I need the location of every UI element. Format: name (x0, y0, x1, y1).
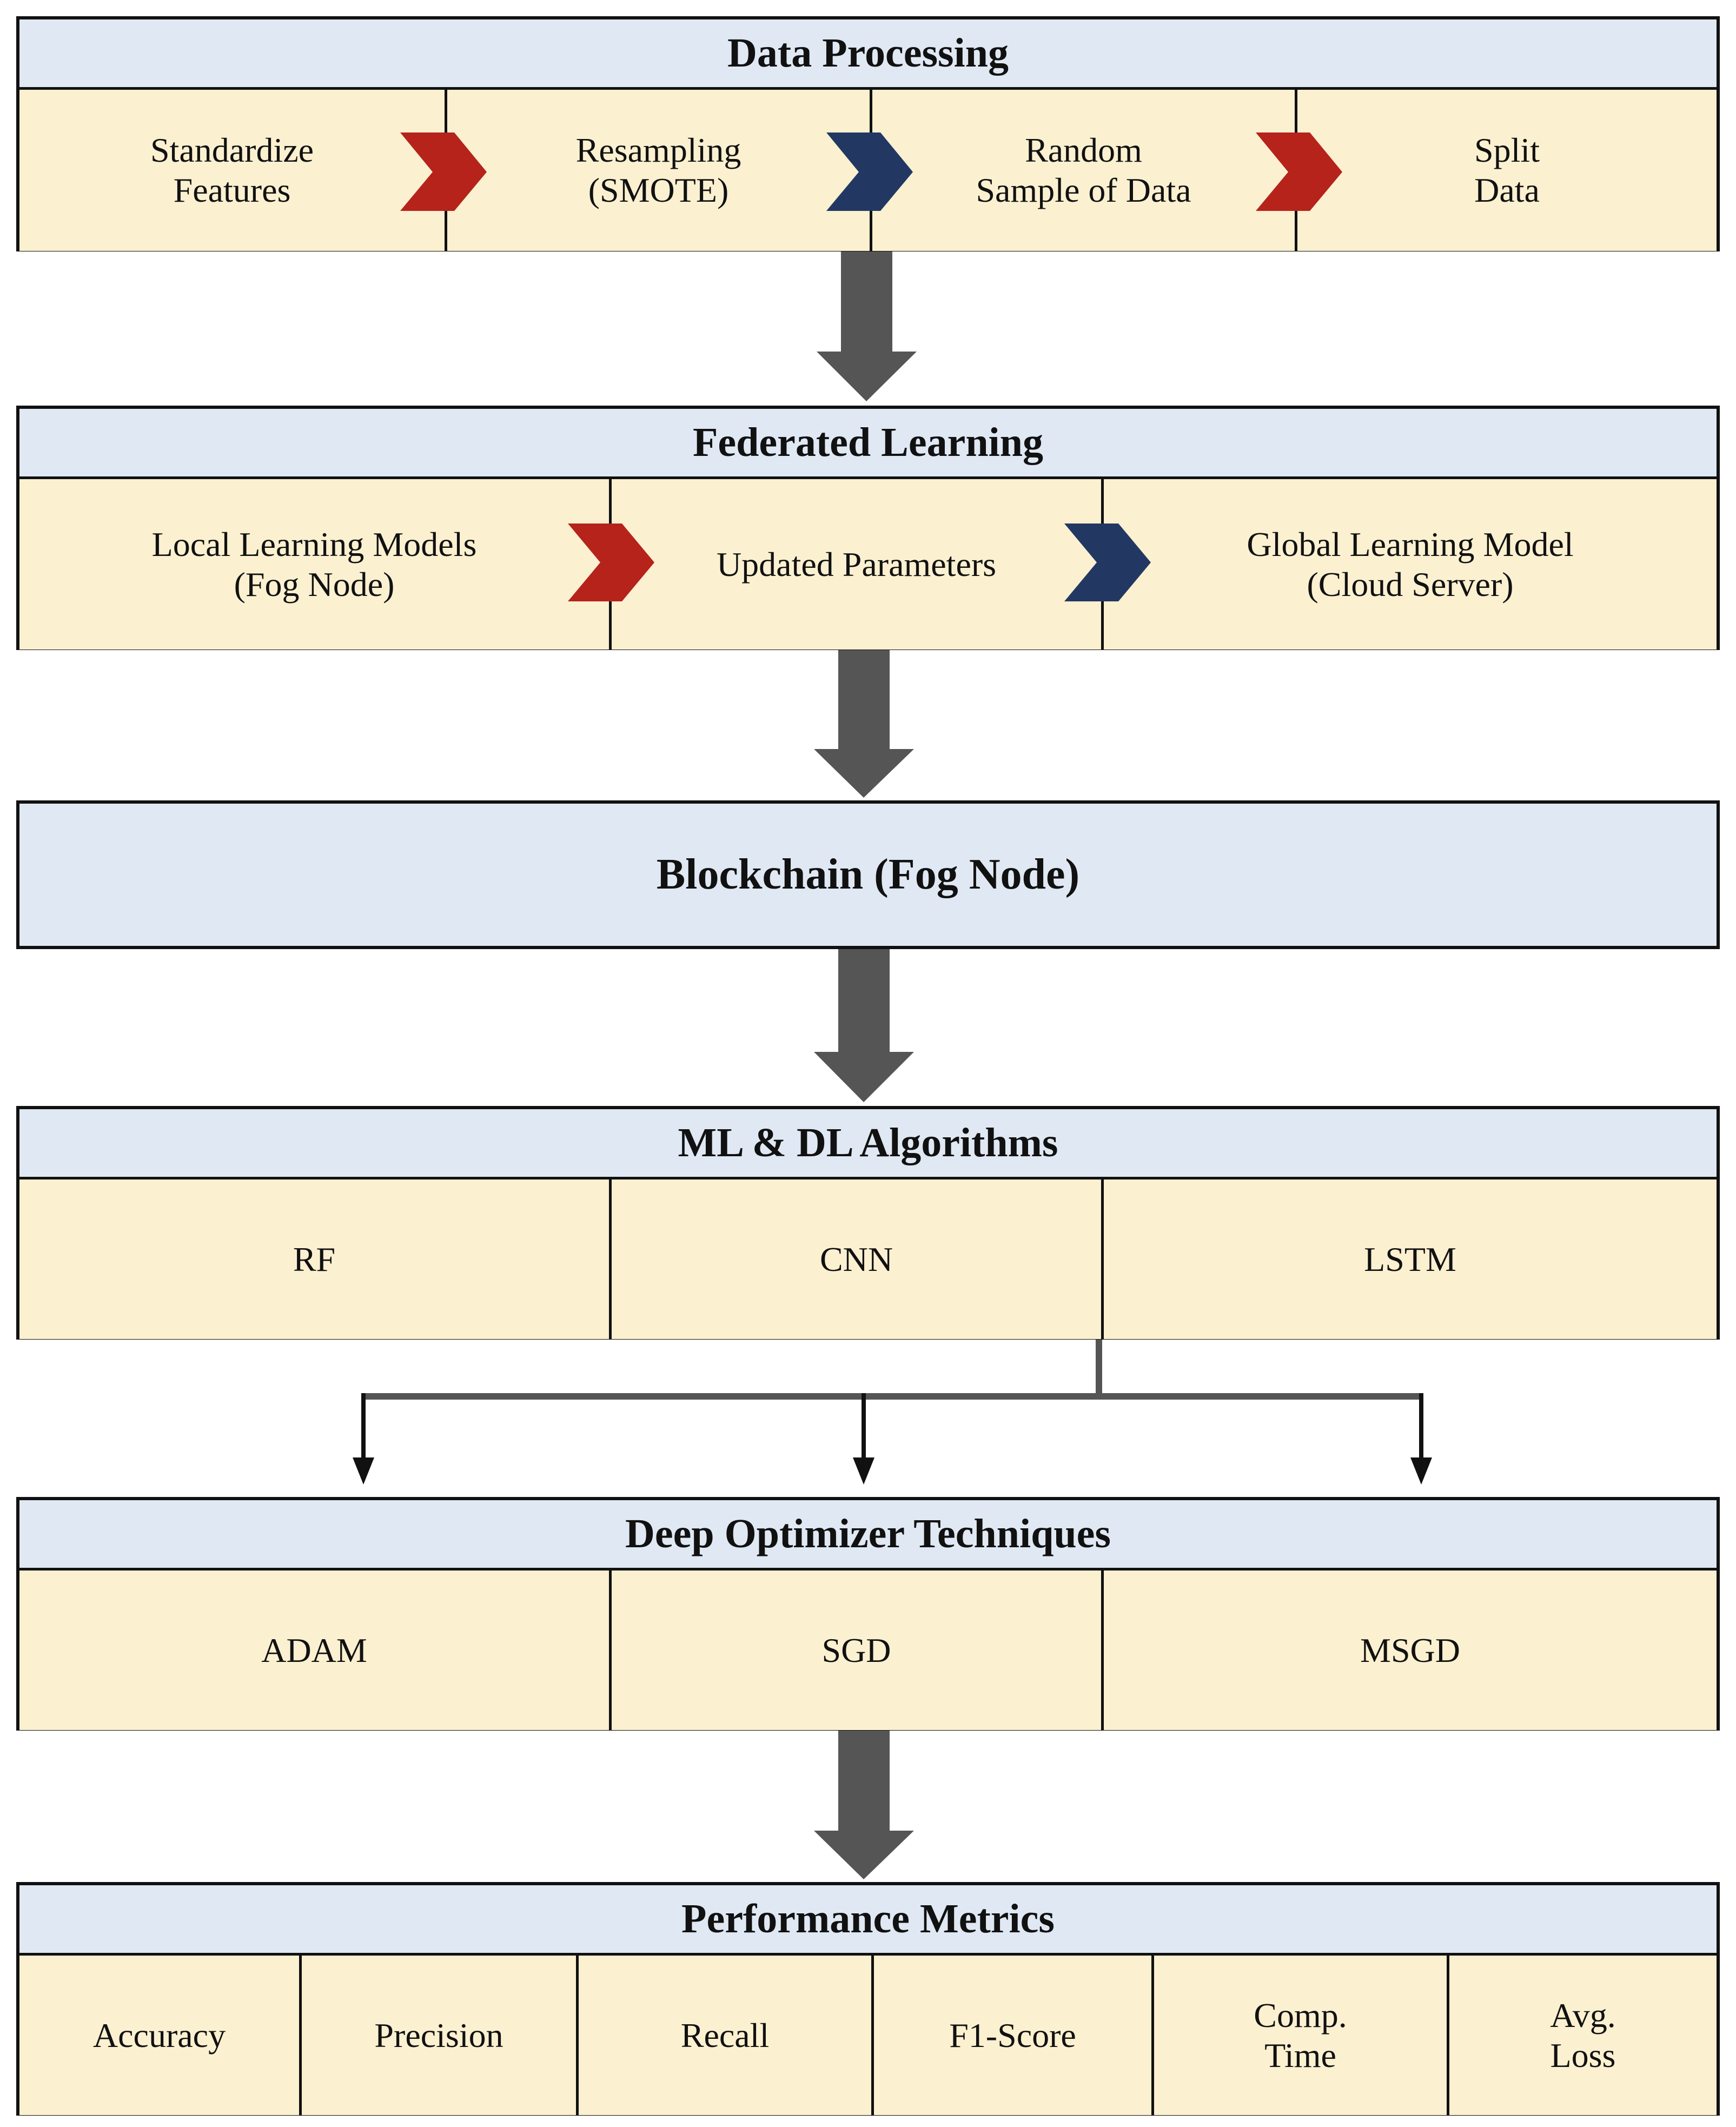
blockchain-section: Blockchain (Fog Node) (16, 800, 1720, 949)
metric-f1-score: F1-Score (871, 1956, 1151, 2115)
step-resampling-smote: Resampling (SMOTE) (445, 90, 870, 251)
algorithms-section: ML & DL Algorithms RF CNN LSTM (16, 1106, 1720, 1340)
metric-comp-time: Comp. Time (1151, 1956, 1447, 2115)
step-updated-parameters: Updated Parameters (609, 479, 1101, 650)
arrowhead-icon (353, 1457, 374, 1485)
chevron-right-icon (568, 524, 654, 601)
federated-learning-title: Federated Learning (19, 409, 1717, 479)
step-random-sample: Random Sample of Data (870, 90, 1295, 251)
optimizer-msgd: MSGD (1101, 1571, 1717, 1730)
blockchain-title: Blockchain (Fog Node) (19, 804, 1717, 946)
metrics-title: Performance Metrics (19, 1885, 1717, 1956)
step-split-data: Split Data (1295, 90, 1717, 251)
data-processing-section: Data Processing Standardize Features Res… (16, 16, 1720, 251)
step-local-learning-models: Local Learning Models (Fog Node) (19, 479, 609, 650)
optimizer-sgd: SGD (609, 1571, 1101, 1730)
federated-learning-section: Federated Learning Local Learning Models… (16, 406, 1720, 650)
arrowhead-icon (853, 1457, 874, 1485)
algorithms-title: ML & DL Algorithms (19, 1109, 1717, 1180)
optimizers-title: Deep Optimizer Techniques (19, 1500, 1717, 1571)
algorithm-cnn: CNN (609, 1180, 1101, 1339)
down-arrow-icon (814, 650, 914, 798)
optimizers-section: Deep Optimizer Techniques ADAM SGD MSGD (16, 1497, 1720, 1731)
chevron-right-icon (1256, 132, 1342, 211)
metric-avg-loss: Avg. Loss (1447, 1956, 1717, 2115)
metric-precision: Precision (299, 1956, 576, 2115)
metrics-section: Performance Metrics Accuracy Precision R… (16, 1882, 1720, 2116)
metric-accuracy: Accuracy (19, 1956, 299, 2115)
chevron-right-icon (826, 132, 913, 211)
algorithm-rf: RF (19, 1180, 609, 1339)
step-global-learning-model: Global Learning Model (Cloud Server) (1101, 479, 1717, 650)
down-arrow-icon (814, 1731, 914, 1879)
arrowhead-icon (1410, 1457, 1432, 1485)
down-arrow-icon (814, 949, 914, 1102)
metric-recall: Recall (576, 1956, 871, 2115)
optimizer-adam: ADAM (19, 1571, 609, 1730)
step-standardize-features: Standardize Features (19, 90, 445, 251)
down-arrow-icon (817, 251, 917, 401)
data-processing-title: Data Processing (19, 19, 1717, 90)
chevron-right-icon (400, 132, 487, 211)
chevron-right-icon (1064, 524, 1151, 601)
branch-connector (353, 1340, 1432, 1485)
algorithm-lstm: LSTM (1101, 1180, 1717, 1339)
